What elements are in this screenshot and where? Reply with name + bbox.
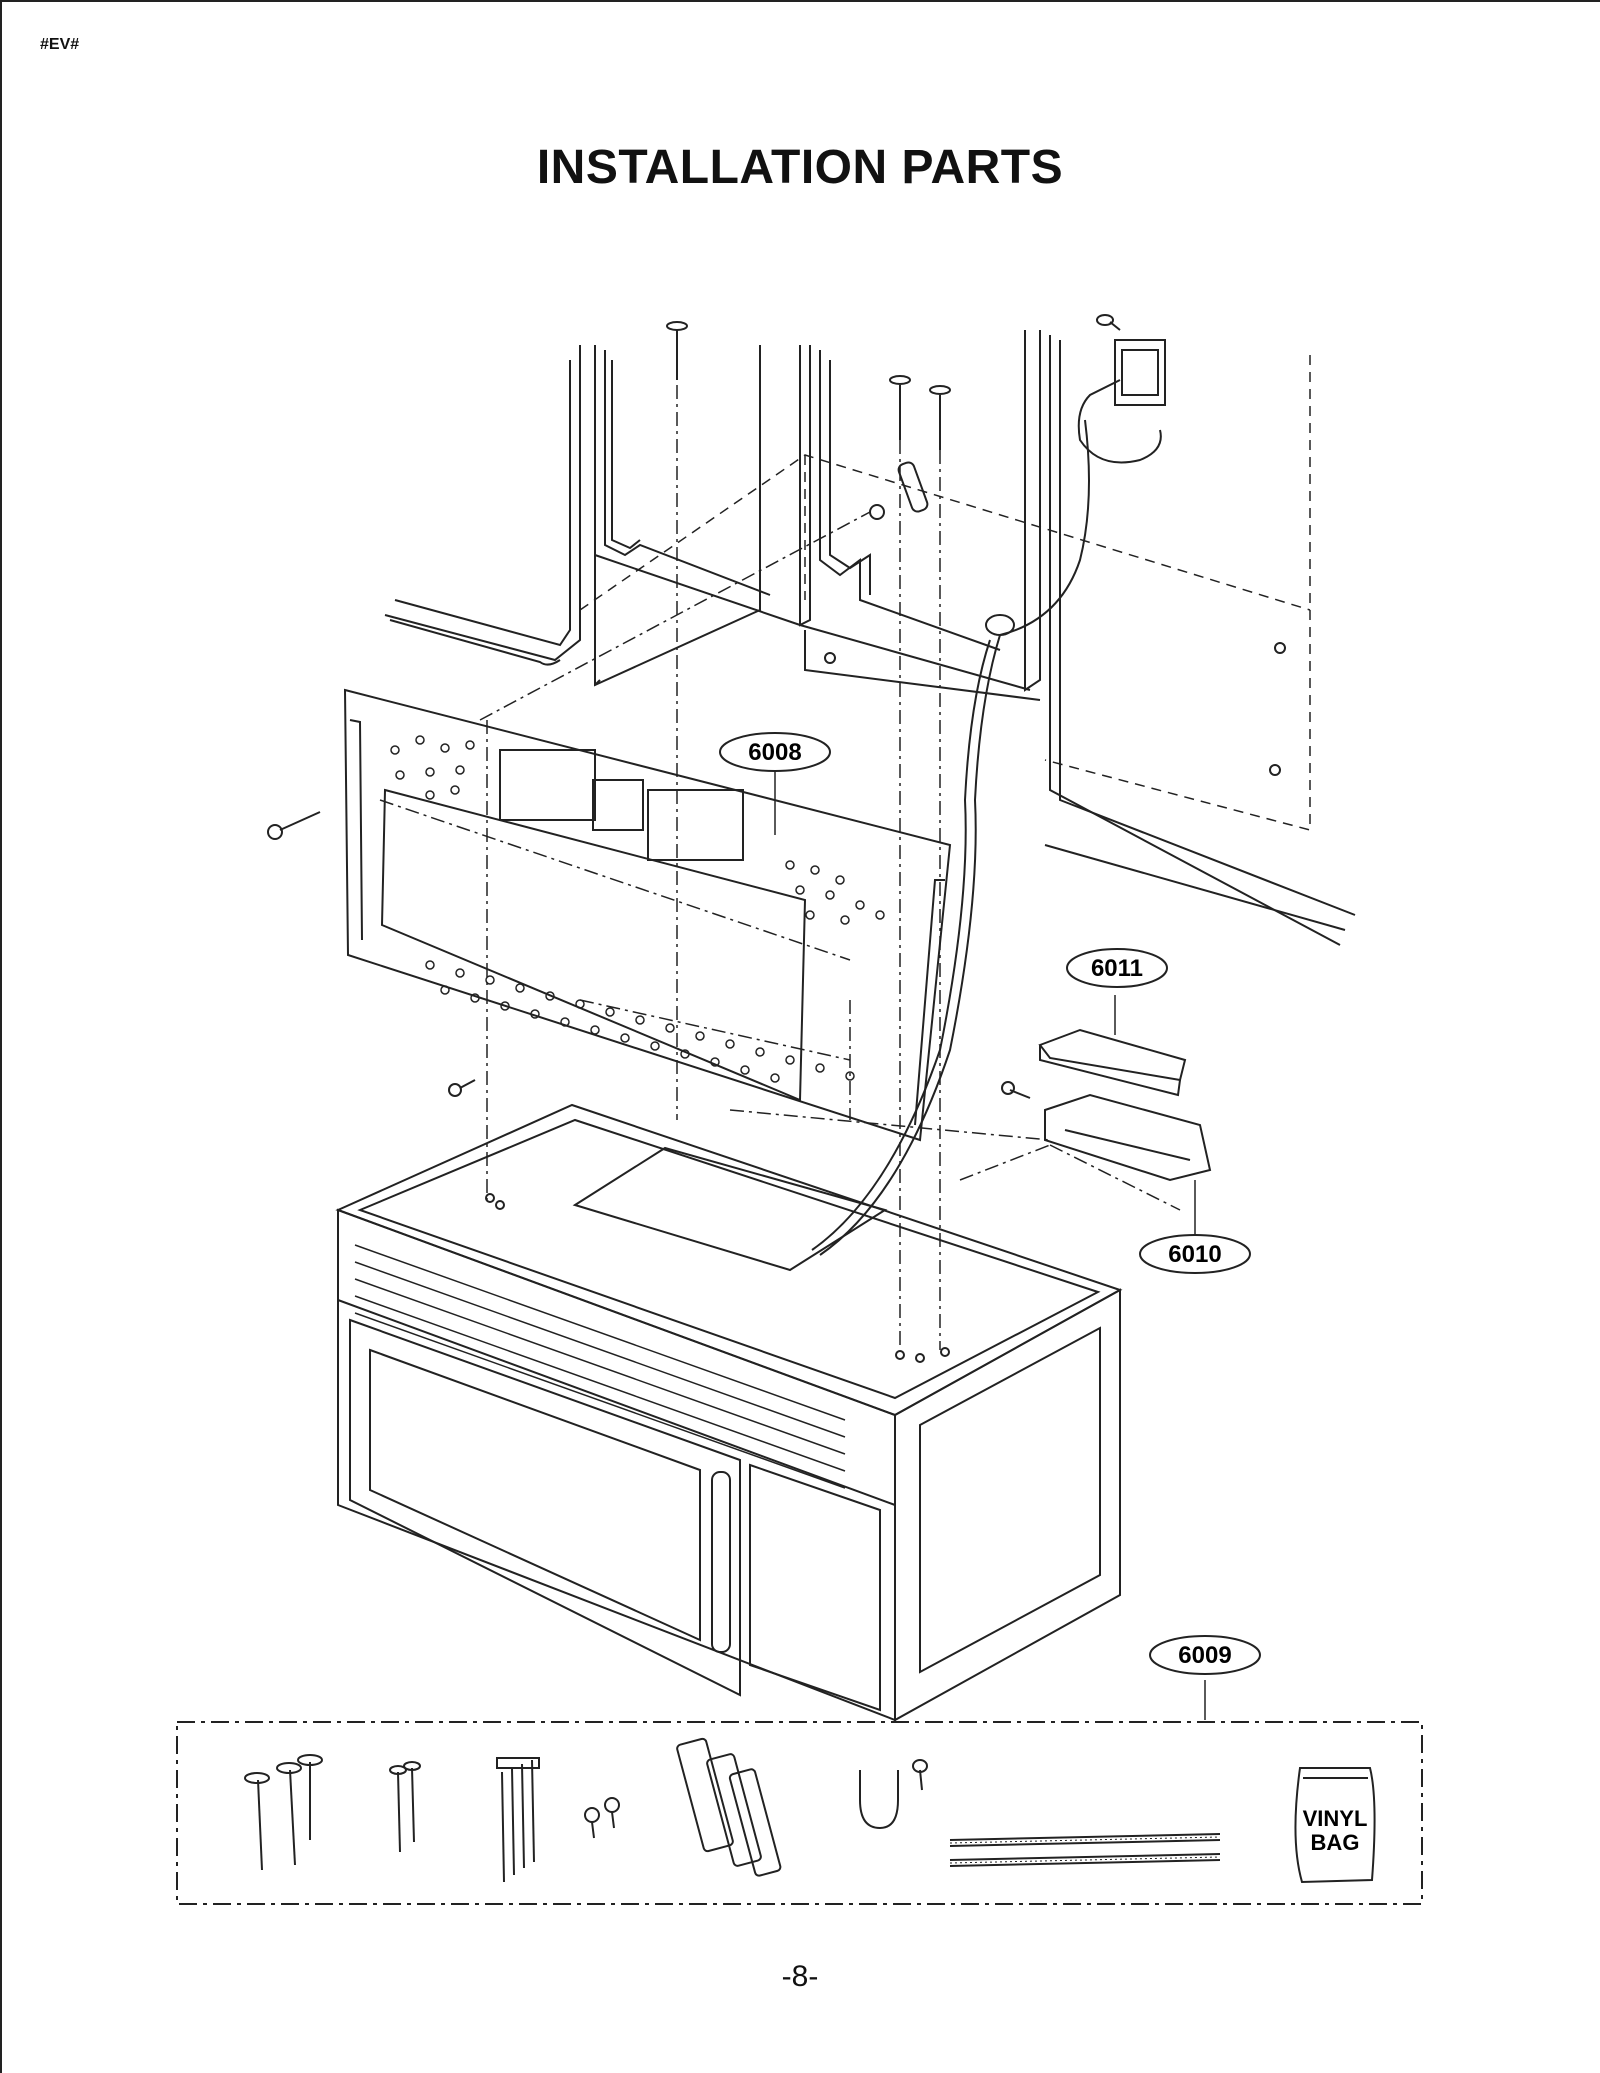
callout-6009: 6009	[1149, 1635, 1261, 1675]
callout-6010: 6010	[1139, 1234, 1251, 1274]
vinyl-bag-label-2: BAG	[1311, 1830, 1360, 1855]
page-title: INSTALLATION PARTS	[536, 141, 1064, 194]
callout-6011: 6011	[1066, 948, 1168, 988]
top-screws	[666, 314, 1121, 520]
exhaust-adapter	[1001, 1081, 1212, 1182]
hardware-kit	[176, 1721, 1423, 1905]
callout-6011-label: 6011	[1091, 955, 1143, 982]
wall-cabinets	[384, 330, 1356, 946]
callout-6008: 6008	[719, 732, 831, 772]
page-number: -8-	[781, 1960, 819, 1993]
side-screws	[267, 811, 476, 1097]
mounting-plate	[343, 688, 952, 1142]
leader-lines	[774, 770, 1206, 1720]
callout-6008-label: 6008	[748, 739, 801, 766]
callout-6010-label: 6010	[1168, 1241, 1221, 1268]
duct-connector	[1038, 1028, 1187, 1097]
vinyl-bag-label-1: VINYL	[1303, 1806, 1368, 1831]
footprint-outline	[579, 355, 1311, 831]
alignment-lines	[379, 385, 1181, 1350]
callout-6009-label: 6009	[1178, 1642, 1231, 1669]
document-tag: #EV#	[40, 36, 80, 53]
microwave-oven	[335, 1103, 1123, 1722]
power-cord	[811, 339, 1166, 1256]
